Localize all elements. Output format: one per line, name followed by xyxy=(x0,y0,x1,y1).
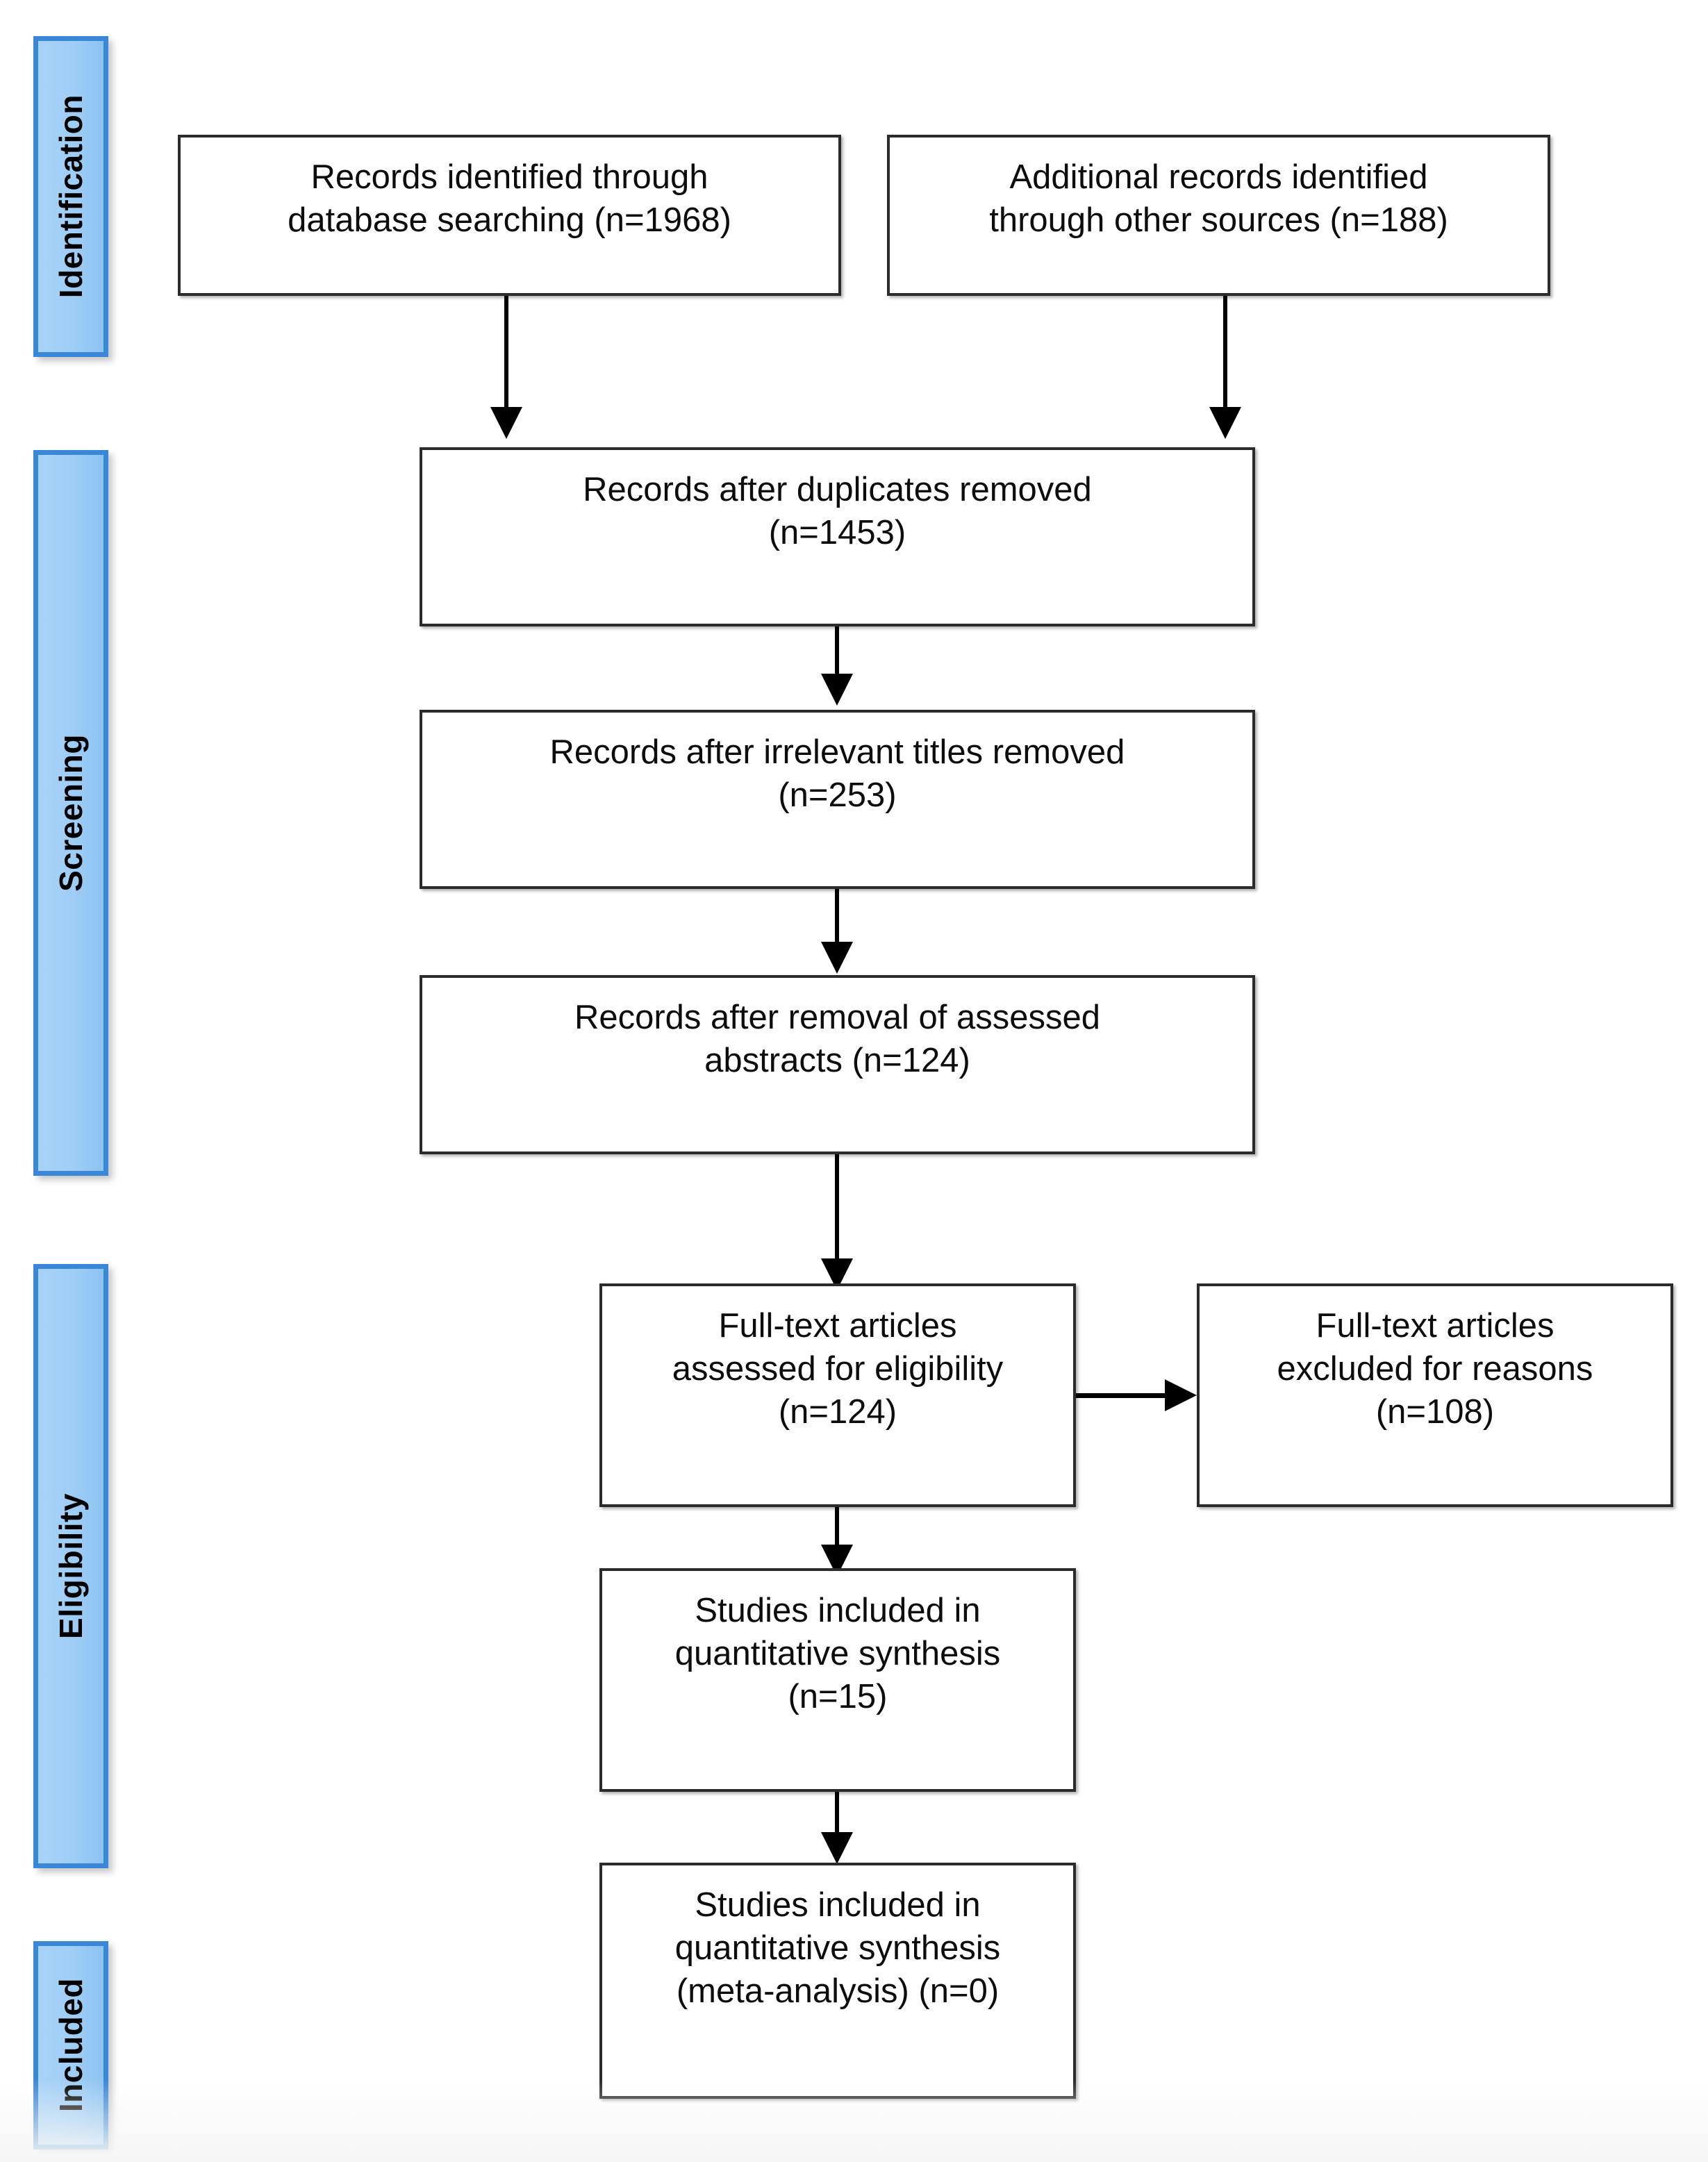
arrowhead-titles-to-abstracts xyxy=(821,942,853,974)
connector-db-search-to-duplicates xyxy=(504,296,508,410)
connector-assessed-to-excluded xyxy=(1076,1393,1166,1398)
box-studies-included-meta-analysis: Studies included in quantitative synthes… xyxy=(599,1863,1076,2099)
connector-quantitative-to-meta-analysis xyxy=(835,1792,839,1833)
box-records-after-irrelevant-titles-removed: Records after irrelevant titles removed … xyxy=(420,710,1255,889)
box-text-records-database-searching: Records identified through database sear… xyxy=(288,158,731,240)
box-additional-records-other-sources: Additional records identified through ot… xyxy=(887,135,1550,296)
box-text-records-after-removal-assessed-abstracts: Records after removal of assessed abstra… xyxy=(574,999,1101,1080)
box-studies-included-quantitative-synthesis: Studies included in quantitative synthes… xyxy=(599,1568,1076,1792)
connector-other-sources-to-duplicates xyxy=(1223,296,1227,410)
box-records-after-duplicates-removed: Records after duplicates removed (n=1453… xyxy=(420,447,1255,626)
arrowhead-quantitative-to-meta-analysis xyxy=(821,1832,853,1864)
stage-bar-eligibility: Eligibility xyxy=(33,1264,108,1868)
box-text-records-after-irrelevant-titles-removed: Records after irrelevant titles removed … xyxy=(549,733,1125,815)
connector-duplicates-to-titles xyxy=(835,626,839,676)
box-fulltext-articles-excluded: Full-text articles excluded for reasons … xyxy=(1197,1283,1673,1507)
arrowhead-other-sources-to-duplicates xyxy=(1209,407,1241,439)
box-text-fulltext-articles-assessed: Full-text articles assessed for eligibil… xyxy=(672,1307,1004,1431)
arrowhead-db-search-to-duplicates xyxy=(490,407,522,439)
stage-bar-screening: Screening xyxy=(33,450,108,1176)
arrowhead-duplicates-to-titles xyxy=(821,674,853,706)
stage-label-eligibility: Eligibility xyxy=(53,1493,89,1639)
stage-bar-identification: Identification xyxy=(33,36,108,357)
box-text-records-after-duplicates-removed: Records after duplicates removed (n=1453… xyxy=(583,471,1092,552)
box-text-additional-records-other-sources: Additional records identified through ot… xyxy=(989,158,1448,240)
box-text-fulltext-articles-excluded: Full-text articles excluded for reasons … xyxy=(1277,1307,1593,1431)
box-records-after-removal-assessed-abstracts: Records after removal of assessed abstra… xyxy=(420,975,1255,1154)
box-records-database-searching: Records identified through database sear… xyxy=(178,135,841,296)
box-fulltext-articles-assessed: Full-text articles assessed for eligibil… xyxy=(599,1283,1076,1507)
connector-assessed-to-quantitative xyxy=(835,1507,839,1546)
arrowhead-assessed-to-excluded xyxy=(1165,1379,1197,1411)
box-text-studies-included-quantitative-synthesis: Studies included in quantitative synthes… xyxy=(674,1592,1001,1716)
stage-bar-included: Included xyxy=(33,1941,108,2149)
stage-label-included: Included xyxy=(53,1978,89,2113)
box-text-studies-included-meta-analysis: Studies included in quantitative synthes… xyxy=(674,1886,1001,2011)
connector-abstracts-to-fulltext xyxy=(835,1154,839,1260)
stage-label-identification: Identification xyxy=(53,94,89,299)
connector-titles-to-abstracts xyxy=(835,889,839,943)
stage-label-screening: Screening xyxy=(53,734,89,892)
